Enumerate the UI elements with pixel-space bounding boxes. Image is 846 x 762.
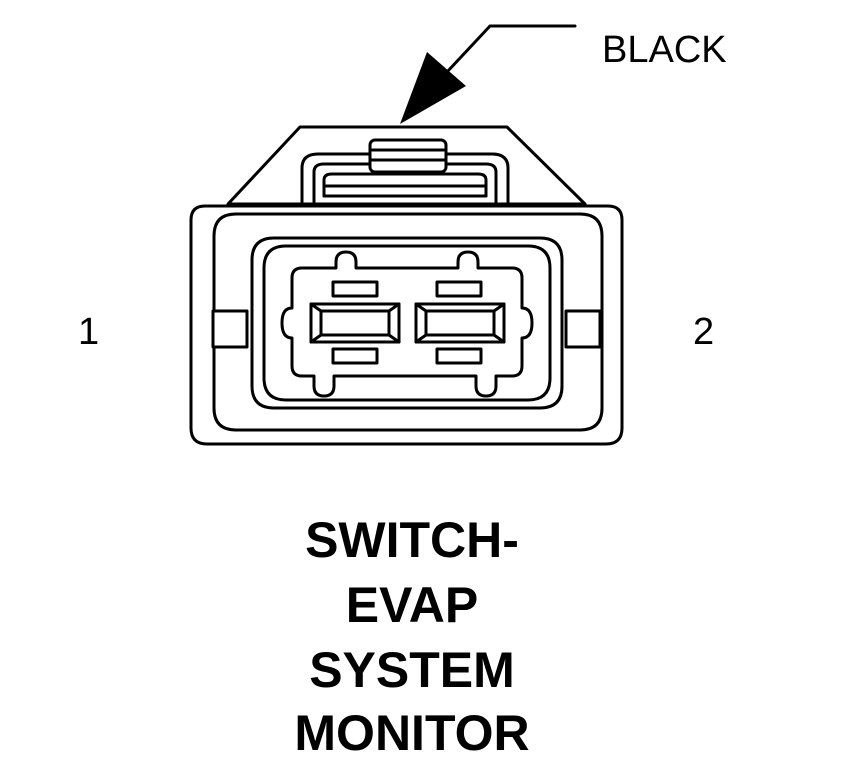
title-line-4: MONITOR [294, 705, 529, 761]
terminal-2 [414, 302, 506, 344]
title-line-2: EVAP [346, 577, 478, 633]
title-line-1: SWITCH- [305, 512, 519, 568]
connector-body [189, 125, 624, 446]
connector-color-label: BLACK [602, 29, 727, 71]
pin-1-label: 1 [78, 311, 99, 353]
terminal-1 [309, 302, 401, 344]
component-title: SWITCH- EVAP SYSTEM MONITOR [294, 512, 529, 761]
color-leader-arrow [400, 24, 577, 124]
pin-2-label: 2 [693, 311, 714, 353]
title-line-3: SYSTEM [309, 642, 515, 698]
latch [300, 138, 510, 206]
side-tab-right [564, 309, 602, 349]
side-tab-left [211, 309, 249, 349]
